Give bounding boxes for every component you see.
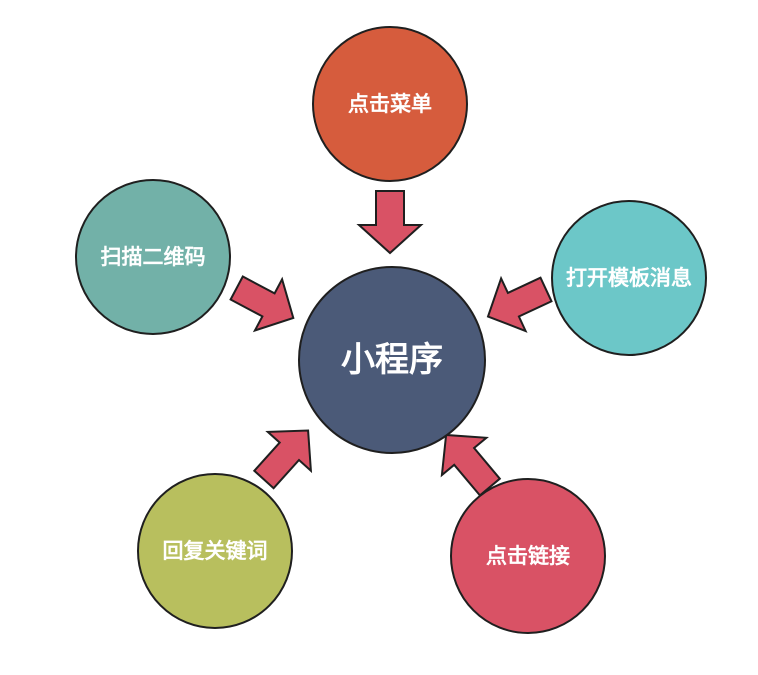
node-template: 打开模板消息 bbox=[551, 200, 707, 356]
node-link-circle bbox=[450, 478, 606, 634]
node-menu-circle bbox=[312, 26, 468, 182]
node-keyword-label: 回复关键词 bbox=[163, 539, 268, 563]
arrow-keyword-to-center bbox=[252, 429, 313, 490]
node-qrcode-label: 扫描二维码 bbox=[101, 245, 206, 269]
node-center-label: 小程序 bbox=[341, 340, 443, 380]
node-template-circle bbox=[551, 200, 707, 356]
node-keyword: 回复关键词 bbox=[137, 473, 293, 629]
arrow-link-to-center bbox=[440, 433, 502, 497]
node-center-circle bbox=[298, 266, 486, 454]
node-keyword-circle bbox=[137, 473, 293, 629]
arrow-menu-to-center bbox=[356, 190, 424, 255]
arrows-layer bbox=[229, 190, 553, 497]
node-menu-label: 点击菜单 bbox=[348, 92, 432, 116]
node-qrcode: 扫描二维码 bbox=[75, 179, 231, 335]
node-link-label: 点击链接 bbox=[486, 544, 570, 568]
node-qrcode-circle bbox=[75, 179, 231, 335]
node-template-label: 打开模板消息 bbox=[566, 266, 692, 290]
arrow-qrcode-to-center bbox=[229, 275, 295, 333]
node-menu: 点击菜单 bbox=[312, 26, 468, 182]
arrow-template-to-center bbox=[486, 275, 553, 333]
node-link: 点击链接 bbox=[450, 478, 606, 634]
node-center: 小程序 bbox=[298, 266, 486, 454]
